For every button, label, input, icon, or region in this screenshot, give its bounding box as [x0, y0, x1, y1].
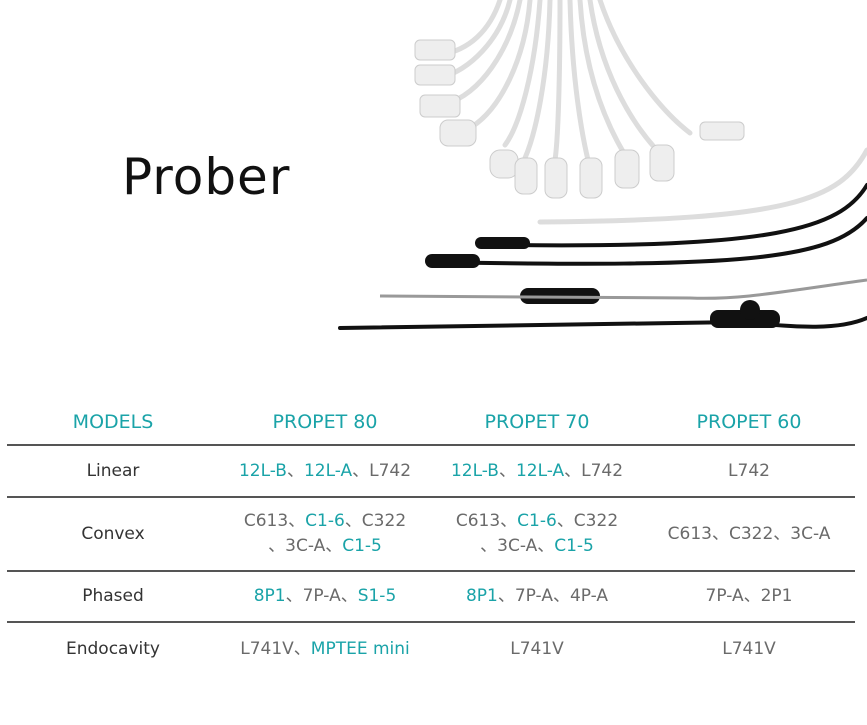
model-cell: C613、C322、3C-A [643, 522, 855, 547]
model-cell: L741V、MPTEE mini [219, 637, 431, 662]
model-name-highlighted: C1-6 [517, 511, 557, 531]
cell-line: 、3C-A、C1-5 [431, 534, 643, 559]
model-name: L741V [510, 638, 564, 659]
model-name: L742 [728, 460, 770, 481]
model-name-highlighted: 12L-A [303, 460, 353, 481]
model-name: 、3C-A、 [268, 536, 343, 556]
cell-line: L741V [431, 637, 643, 662]
model-name-highlighted: 8P1 [465, 586, 498, 606]
model-cell: C613、C1-6、C322、3C-A、C1-5 [431, 509, 643, 559]
model-name-highlighted: 8P1 [253, 586, 286, 606]
model-name: 、 [286, 460, 304, 481]
ultrasound-probes-illustration [338, 0, 867, 330]
header-propet-70: PROPET 70 [484, 410, 590, 433]
cell-line: 8P1、7P-A、4P-A [431, 584, 643, 609]
model-name: 、L742 [352, 460, 412, 481]
cell-line: L741V [643, 637, 855, 662]
page-title: Prober [122, 148, 291, 206]
cell-line: 、3C-A、C1-5 [219, 534, 431, 559]
model-name: 、C322 [556, 511, 619, 531]
model-name: 、3C-A、 [480, 536, 555, 556]
row-label: Endocavity [66, 638, 160, 659]
row-label: Convex [81, 523, 145, 544]
model-name: 7P-A、2P1 [705, 586, 793, 606]
header-propet-80: PROPET 80 [272, 410, 378, 433]
model-cell: 12L-B、12L-A、L742 [431, 459, 643, 484]
cell-line: C613、C1-6、C322 [219, 509, 431, 534]
model-name-highlighted: 12L-B [450, 460, 499, 481]
model-cell: L742 [643, 459, 855, 484]
model-name: C613、C322、3C-A [667, 523, 831, 544]
cell-line: C613、C1-6、C322 [431, 509, 643, 534]
cell-line: 7P-A、2P1 [643, 584, 855, 609]
model-cell: L741V [643, 637, 855, 662]
row-label: Phased [82, 586, 144, 606]
model-name: 、7P-A、4P-A [497, 586, 609, 606]
cell-line: 12L-B、12L-A、L742 [219, 459, 431, 484]
table-header-row: MODELS PROPET 80 PROPET 70 PROPET 60 [7, 400, 855, 446]
model-cell: 12L-B、12L-A、L742 [219, 459, 431, 484]
cell-line: L742 [643, 459, 855, 484]
model-cell: L741V [431, 637, 643, 662]
model-name: L741V、 [240, 638, 311, 659]
header-propet-60: PROPET 60 [696, 410, 802, 433]
models-table: MODELS PROPET 80 PROPET 70 PROPET 60 Lin… [7, 400, 855, 675]
model-name: C613、 [243, 511, 306, 531]
model-name: 、7P-A、 [285, 586, 358, 606]
cell-line: 12L-B、12L-A、L742 [431, 459, 643, 484]
model-name-highlighted: 12L-A [515, 460, 565, 481]
model-name-highlighted: S1-5 [357, 586, 397, 606]
cell-line: C613、C322、3C-A [643, 522, 855, 547]
cell-line: L741V、MPTEE mini [219, 637, 431, 662]
model-name-highlighted: MPTEE mini [310, 638, 410, 659]
model-cell: 8P1、7P-A、4P-A [431, 584, 643, 609]
table-row: Endocavity L741V、MPTEE mini L741V L741V [7, 623, 855, 675]
model-cell: C613、C1-6、C322、3C-A、C1-5 [219, 509, 431, 559]
model-name: L741V [722, 638, 776, 659]
model-cell: 7P-A、2P1 [643, 584, 855, 609]
row-label: Linear [86, 460, 140, 481]
header-models: MODELS [72, 410, 154, 433]
model-name: C613、 [455, 511, 518, 531]
model-name-highlighted: 12L-B [238, 460, 287, 481]
model-name-highlighted: C1-5 [342, 536, 382, 556]
model-name: 、 [498, 460, 516, 481]
model-cell: 8P1、7P-A、S1-5 [219, 584, 431, 609]
model-name-highlighted: C1-6 [305, 511, 345, 531]
model-name-highlighted: C1-5 [554, 536, 594, 556]
model-name: 、L742 [564, 460, 624, 481]
cell-line: 8P1、7P-A、S1-5 [219, 584, 431, 609]
model-name: 、C322 [344, 511, 407, 531]
